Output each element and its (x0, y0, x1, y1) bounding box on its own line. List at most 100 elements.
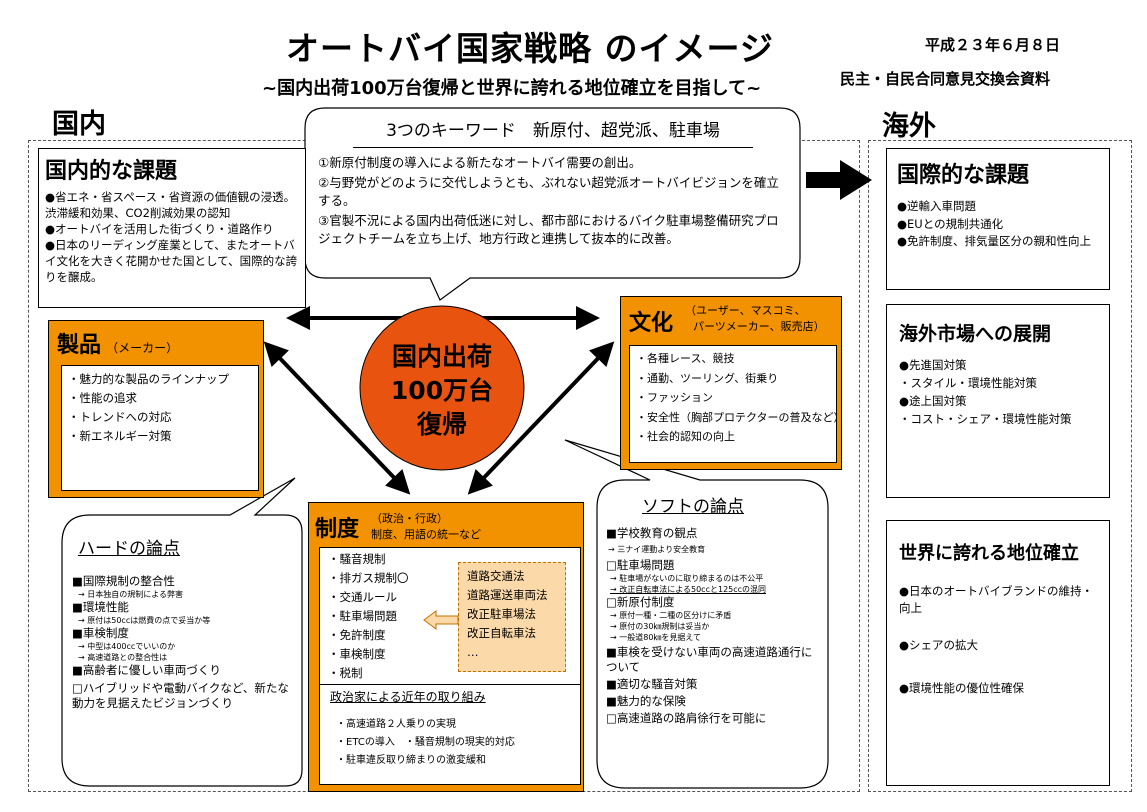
hard-item: ■環境性能 (72, 600, 129, 614)
soft-title: ソフトの論点 (642, 497, 744, 517)
world-position-title: 世界に誇れる地位確立 (899, 543, 1079, 564)
keyword-item: ③官製不況による国内出荷低迷に対し、都市部におけるバイク駐車場整備研究プロジェク… (318, 213, 779, 246)
culture-title: 文化 (629, 311, 674, 336)
product-subtitle: （メーカー） (106, 341, 179, 355)
product-item: ・トレンドへの対応 (68, 410, 172, 424)
keyword-item: ①新原付制度の導入による新たなオートバイ需要の創出。 (318, 155, 642, 170)
system-box: 制度 （政治・行政） 制度、用語の統一など ・騒音規制 ・排ガス規制〇 ・交通ル… (308, 502, 584, 792)
system-divider (320, 684, 580, 685)
soft-item: ■車検を受けない車両の高速道路通行について (606, 645, 813, 674)
system-item: ・騒音規制 (328, 552, 386, 566)
effort-item: ・駐車違反取り締まりの激変緩和 (336, 755, 486, 766)
product-item: ・新エネルギー対策 (68, 429, 172, 443)
system-title: 制度 (315, 517, 360, 542)
product-title: 製品 (57, 333, 102, 358)
product-system-arrow (263, 341, 411, 495)
soft-item: ■魅力的な保険 (606, 694, 686, 708)
effort-item: ・ETCの導入 ・騒音規制の現実的対応 (336, 737, 515, 748)
center-circle (359, 305, 525, 471)
efforts-title: 政治家による近年の取り組み (330, 690, 486, 704)
overseas-region-label: 海外 (882, 111, 936, 142)
system-item: ・交通ルール (328, 590, 397, 604)
intl-issue-item: ●逆輸入車問題 (897, 199, 977, 213)
culture-box: 文化 （ユーザー、マスコミ、 パーツメーカー、販売店） ・各種レース、競技 ・通… (620, 296, 845, 470)
soft-item: ■適切な騒音対策 (606, 677, 698, 691)
keyword-item: ②与野党がどのように交代しようとも、ぶれない超党派オートバイビジョンを確立する。 (318, 175, 779, 208)
law-item: 改正自転車法 (467, 626, 536, 640)
system-item: ・車検制度 (328, 647, 386, 661)
soft-item: □高速道路の路肩徐行を可能に (606, 711, 767, 725)
world-position-box: 世界に誇れる地位確立 ●日本のオートバイブランドの維持・向上 ●シェアの拡大 ●… (886, 520, 1110, 786)
culture-item: ・安全性（胸部プロテクターの普及など） (636, 410, 845, 424)
domestic-issue-item: ●オートバイを活用した街づくり・道路作り (45, 222, 274, 236)
culture-subtitle-2: パーツメーカー、販売店） (693, 320, 825, 333)
system-subtitle-1: （政治・行政） (371, 512, 448, 525)
world-position-item: ●環境性能の優位性確保 (899, 681, 1025, 695)
page-title: オートバイ国家戦略 のイメージ (286, 29, 774, 68)
hard-item: ■高齢者に優しい車両づくり (72, 663, 221, 677)
law-item: … (467, 645, 479, 659)
culture-subtitle-1: （ユーザー、マスコミ、 (685, 304, 806, 317)
center-goal: 国内出荷 100万台 復帰 (360, 340, 524, 442)
hard-list: ■国際規制の整合性 → 日本独自の規制による弊害 ■環境性能 → 原付は50cc… (72, 574, 294, 711)
soft-note: → 一般道80㎞を見据えて (610, 633, 702, 642)
center-line-1: 国内出荷 (391, 342, 492, 371)
culture-system-arrow (467, 341, 615, 495)
culture-item: ・社会的認知の向上 (636, 430, 735, 443)
system-inner: ・騒音規制 ・排ガス規制〇 ・交通ルール ・駐車場問題 ・免許制度 ・車検制度 … (319, 547, 581, 785)
intl-issues-box: 国際的な課題 ●逆輸入車問題 ●EUとの規制共通化 ●免許制度、排気量区分の親和… (886, 148, 1110, 290)
domestic-issues-title: 国内的な課題 (45, 159, 178, 184)
keywords-underline (353, 147, 753, 148)
hard-title: ハードの論点 (78, 539, 180, 559)
overseas-market-item: ・コスト・シェア・環境性能対策 (899, 412, 1072, 426)
center-line-3: 復帰 (416, 410, 467, 439)
system-subtitle-2: 制度、用語の統一など (371, 528, 481, 541)
overseas-market-item: ●途上国対策 (899, 394, 967, 408)
domestic-region-label: 国内 (52, 109, 106, 140)
domestic-issue-item: ●日本のリーディング産業として、またオートバイ文化を大きく花開かせた国として、国… (45, 238, 298, 284)
laws-arrow-icon (423, 610, 459, 630)
intl-issue-item: ●免許制度、排気量区分の親和性向上 (897, 234, 1092, 248)
soft-note: → 三ナイ運動より安全教育 (608, 545, 706, 554)
soft-list: ■学校教育の観点 → 三ナイ運動より安全教育 □駐車場問題 → 駐車場がないのに… (606, 526, 820, 726)
overseas-market-item: ・スタイル・環境性能対策 (899, 376, 1037, 390)
culture-item: ・通勤、ツーリング、街乗り (636, 371, 779, 385)
product-box: 製品 （メーカー） ・魅力的な製品のラインナップ ・性能の追求 ・トレンドへの対… (48, 320, 264, 498)
laws-box: 道路交通法 道路運送車両法 改正駐車場法 改正自転車法 … (458, 562, 566, 672)
system-item: ・駐車場問題 (328, 609, 397, 623)
soft-note: → 改正自転車法による50ccと125ccの混同 (610, 585, 767, 594)
hard-item: ■車検制度 (72, 626, 129, 640)
soft-note: → 原付一種・二種の区分けに矛盾 (610, 611, 732, 620)
hard-note: → 日本独自の規制による弊害 (78, 590, 184, 599)
overseas-frame (868, 140, 1132, 792)
hard-note: → 中型は400ccでいいのか (78, 642, 176, 651)
date-label: 平成２３年６月８日 (925, 36, 1061, 54)
hard-note: → 原付は50ccは燃費の点で妥当か等 (78, 616, 211, 625)
culture-item: ・各種レース、競技 (636, 352, 735, 365)
effort-item: ・高速道路２人乗りの実現 (336, 719, 456, 730)
law-item: 道路運送車両法 (467, 588, 548, 602)
world-position-item: ●シェアの拡大 (899, 638, 979, 652)
hard-note: → 高速道路との整合性は (78, 653, 168, 662)
culture-list: ・各種レース、競技 ・通勤、ツーリング、街乗り ・ファッション ・安全性（胸部プ… (629, 345, 845, 463)
system-list: ・騒音規制 ・排ガス規制〇 ・交通ルール ・駐車場問題 ・免許制度 ・車検制度 … (328, 550, 409, 683)
law-item: 改正駐車場法 (467, 607, 536, 621)
domestic-issue-item: ●省エネ・省スペース・省資源の価値観の浸透。渋滞緩和効果、CO2削減効果の認知 (45, 190, 296, 220)
hard-bubble-shape (61, 477, 303, 787)
system-item: ・排ガス規制〇 (328, 571, 409, 585)
intl-issues-title: 国際的な課題 (897, 163, 1030, 188)
soft-item: □新原付制度 (606, 595, 675, 609)
center-line-2: 100万台 (390, 376, 494, 405)
soft-item: ■学校教育の観点 (606, 526, 698, 540)
hard-item: □ハイブリッドや電動バイクなど、新たな動力を見据えたビジョンづくり (72, 681, 289, 710)
overseas-market-box: 海外市場への展開 ●先進国対策 ・スタイル・環境性能対策 ●途上国対策 ・コスト… (886, 304, 1110, 498)
overseas-market-title: 海外市場への展開 (899, 323, 1052, 345)
soft-bubble-shape (564, 439, 829, 789)
product-item: ・性能の追求 (68, 391, 137, 405)
intl-issue-item: ●EUとの規制共通化 (897, 217, 1004, 231)
keywords-title: 3つのキーワード 新原付、超党派、駐車場 (386, 121, 720, 141)
soft-note: → 駐車場がないのに取り締まるのは不公平 (610, 574, 764, 583)
system-item: ・免許制度 (328, 628, 386, 642)
hard-item: ■国際規制の整合性 (72, 574, 175, 588)
system-item: ・税制 (328, 666, 363, 680)
